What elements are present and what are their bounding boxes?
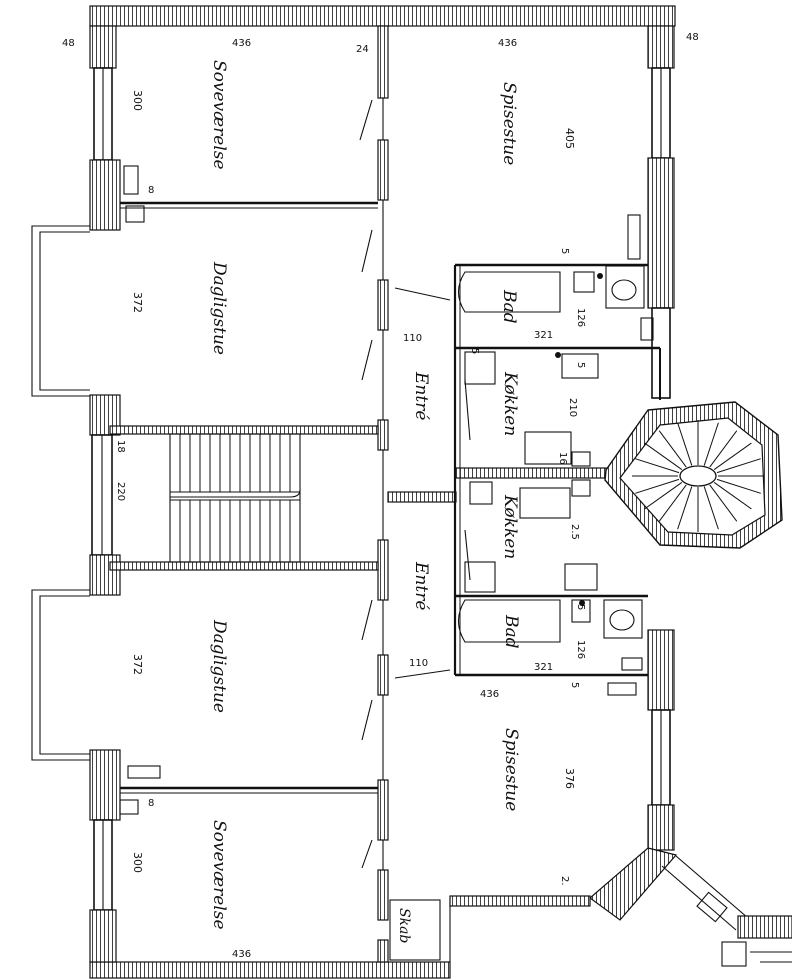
dim-405: 405 xyxy=(563,128,576,149)
left-wall-seg-2 xyxy=(89,159,121,231)
tower-stair-tread xyxy=(713,482,752,510)
tower-stair-tread xyxy=(644,442,683,470)
tower-stair-tread xyxy=(635,478,680,494)
dim-126-top: 126 xyxy=(575,308,586,327)
tower-stair-tread xyxy=(677,422,693,466)
interior-walls xyxy=(109,25,661,963)
tower-stair-tread xyxy=(716,458,761,474)
room-label-bad-bottom: Bad xyxy=(501,614,521,649)
stair-tower xyxy=(604,401,783,549)
bottom-outer-wall xyxy=(89,961,451,979)
tower-stair-tread xyxy=(703,486,719,530)
dim-300-bottom: 300 xyxy=(131,852,144,873)
dim-300-top: 300 xyxy=(131,90,144,111)
dim-372-bottom: 372 xyxy=(131,654,144,675)
dim-8-bottom: 8 xyxy=(148,798,154,809)
room-label-spisestue-bottom: Spisestue xyxy=(501,728,521,811)
tower-stair-tread xyxy=(703,422,719,466)
dim-376: 376 xyxy=(563,768,576,789)
left-wall-seg-5 xyxy=(89,749,121,821)
dim-24: 24 xyxy=(356,44,369,55)
dim-110-top: 110 xyxy=(403,333,422,344)
right-wall-seg-2 xyxy=(647,157,675,309)
dim-8-top: 8 xyxy=(148,185,154,196)
right-wall-seg-1 xyxy=(647,25,675,69)
dim-mark-5d: 5 xyxy=(575,604,586,610)
radiators xyxy=(119,165,161,815)
bottom-right-wing xyxy=(389,847,792,967)
dim-321-top: 321 xyxy=(534,330,553,341)
tower-stair-tread xyxy=(713,442,752,470)
tower-stair-tread xyxy=(716,478,761,494)
tower-stair-tread xyxy=(635,458,680,474)
dim-mark-5a: 5 xyxy=(559,248,570,254)
dim-mark-5e: 5 xyxy=(569,682,580,688)
left-wall-seg-6 xyxy=(89,909,117,963)
dim-436-bottom: 436 xyxy=(232,949,251,960)
room-label-sovevaerelse-top: Soveværelse xyxy=(209,60,229,170)
dim-126-bottom: 126 xyxy=(575,640,586,659)
tower-stair-tread xyxy=(658,430,687,468)
dim-48-left: 48 xyxy=(62,38,75,49)
room-label-kokken-bottom: Køkken xyxy=(500,494,520,559)
dim-mark-5c: 5 xyxy=(469,348,480,354)
room-label-dagligstue-bottom: Dagligstue xyxy=(209,619,229,713)
dim-16: 16 xyxy=(557,452,568,465)
dim-110-bottom: 110 xyxy=(409,658,428,669)
room-label-entre-top: Entré xyxy=(411,371,431,420)
tower-stair-tread xyxy=(709,430,738,468)
dim-372-top: 372 xyxy=(131,292,144,313)
room-label-spisestue-top: Spisestue xyxy=(499,82,519,165)
room-labels: Soveværelse Spisestue Dagligstue Bad Ent… xyxy=(209,60,521,943)
dim-321-bottom: 321 xyxy=(534,662,553,673)
room-label-bad-top: Bad xyxy=(499,289,519,324)
tower-stair-tread xyxy=(644,482,683,510)
room-label-skab: Skab xyxy=(396,908,412,943)
left-wall-seg-4 xyxy=(89,554,121,596)
staircase-left xyxy=(169,433,301,563)
right-wall-seg-4 xyxy=(647,804,675,851)
bath-top-fixtures xyxy=(457,214,654,467)
room-label-kokken-top: Køkken xyxy=(500,371,520,436)
bath-bottom-fixtures xyxy=(457,479,643,696)
top-outer-wall xyxy=(89,5,676,27)
doors xyxy=(359,99,471,869)
dim-mark-2: 2. xyxy=(559,876,570,886)
tower-stair-tread xyxy=(658,484,687,522)
dim-436-top-left: 436 xyxy=(232,38,251,49)
outer-walls xyxy=(89,5,676,979)
room-label-dagligstue-top: Dagligstue xyxy=(209,261,229,355)
dim-210: 210 xyxy=(567,398,578,417)
dim-436-mid: 436 xyxy=(480,689,499,700)
left-wall-seg-1 xyxy=(89,25,117,69)
dimension-labels: 48 48 436 436 24 300 405 8 372 126 321 1… xyxy=(62,32,699,960)
dim-18: 18 xyxy=(115,440,126,453)
dim-2-5: 2.5 xyxy=(569,524,580,540)
dim-436-top-right: 436 xyxy=(498,38,517,49)
room-label-sovevaerelse-bottom: Soveværelse xyxy=(209,820,229,930)
dim-mark-5b: 5 xyxy=(575,362,586,368)
tower-stair-tread xyxy=(709,484,738,522)
dim-48-right: 48 xyxy=(686,32,699,43)
room-label-entre-bottom: Entré xyxy=(411,561,431,610)
tower-stair-tread xyxy=(677,486,693,530)
right-wall-seg-3 xyxy=(647,629,675,711)
dim-220: 220 xyxy=(115,482,126,501)
balconies xyxy=(31,225,90,761)
